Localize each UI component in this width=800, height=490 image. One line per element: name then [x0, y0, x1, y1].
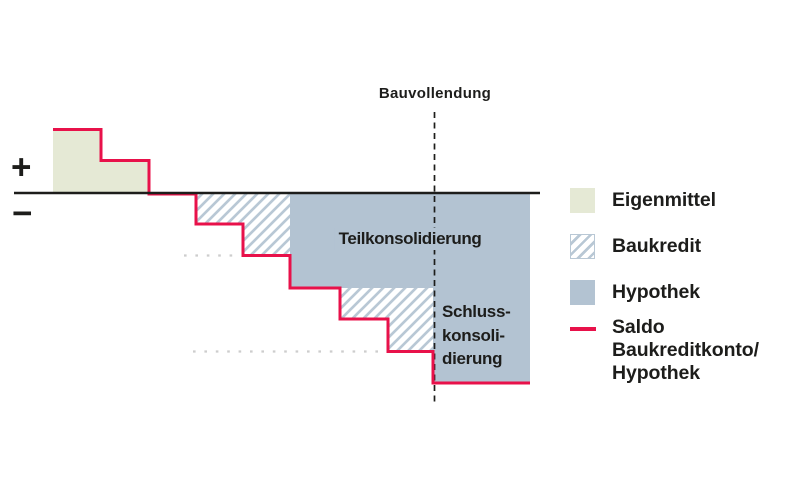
minus-sign-label: −: [12, 194, 33, 233]
plus-sign-label: +: [11, 148, 32, 187]
region-baukredit-2: [340, 288, 433, 352]
legend-label: Baukredit: [612, 235, 702, 257]
legend-item-hypothek: Hypothek: [570, 280, 700, 305]
legend-item-baukredit: Baukredit: [570, 234, 701, 259]
schlusskonsolidierung-label: Schluss- konsoli- dierung: [442, 302, 511, 368]
completion-label: Bauvollendung: [378, 85, 492, 102]
teilkonsolidierung-label: Teilkonsolidierung: [334, 228, 486, 250]
hypothek-swatch-icon: [570, 280, 595, 305]
legend-label-saldo: Saldo Baukreditkonto/ Hypothek: [612, 316, 759, 384]
saldo-balance-line: [53, 128, 530, 385]
legend-label: Eigenmittel: [612, 189, 716, 211]
baukredit-hatch-swatch-icon: [570, 234, 595, 259]
eigenmittel-swatch-icon: [570, 188, 595, 213]
legend-label: Hypothek: [612, 281, 701, 303]
legend-item-eigenmittel: Eigenmittel: [570, 188, 716, 213]
saldo-line-swatch-icon: [570, 327, 596, 331]
